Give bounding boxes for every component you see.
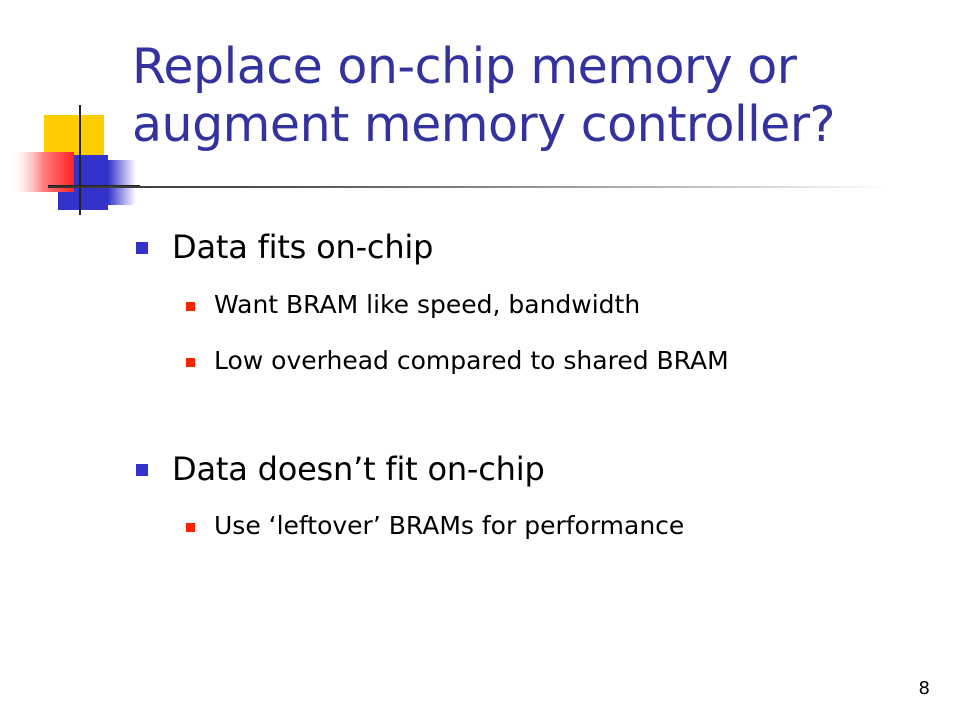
- sub-bullet-item: Use ‘leftover’ BRAMs for performance: [186, 510, 685, 542]
- sub-bullet-item: Want BRAM like speed, bandwidth: [186, 289, 641, 321]
- slide-title: Replace on-chip memory or augment memory…: [132, 38, 835, 153]
- sub-bullet-square-icon: [186, 302, 195, 311]
- bullet-text: Data fits on-chip: [172, 228, 434, 266]
- bullet-square-icon: [136, 464, 148, 476]
- bullet-item: Data fits on-chip: [136, 227, 434, 267]
- page-number: 8: [918, 678, 930, 699]
- sub-bullet-text: Want BRAM like speed, bandwidth: [214, 290, 641, 319]
- sub-bullet-item: Low overhead compared to shared BRAM: [186, 345, 729, 377]
- sub-bullet-text: Low overhead compared to shared BRAM: [214, 346, 729, 375]
- bullet-item: Data doesn’t fit on-chip: [136, 449, 545, 489]
- bullet-square-icon: [136, 242, 148, 254]
- sub-bullet-square-icon: [186, 523, 195, 532]
- deco-blue-fade: [108, 160, 136, 205]
- title-underline: [48, 186, 888, 188]
- sub-bullet-text: Use ‘leftover’ BRAMs for performance: [214, 511, 685, 540]
- deco-vertical-line: [79, 105, 81, 215]
- bullet-text: Data doesn’t fit on-chip: [172, 450, 545, 488]
- sub-bullet-square-icon: [186, 358, 195, 367]
